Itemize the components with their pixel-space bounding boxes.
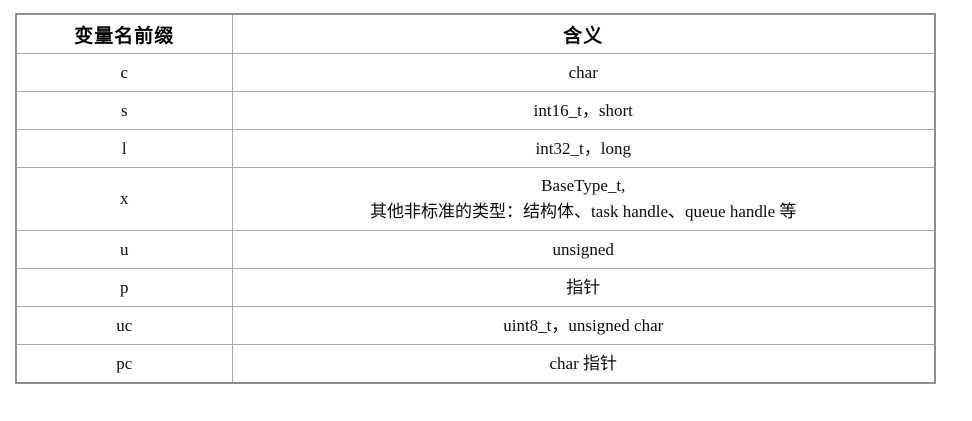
meaning-line: unsigned <box>552 239 614 259</box>
table-row: c char <box>15 53 936 92</box>
table-row: uc uint8_t，unsigned char <box>15 306 936 345</box>
prefix-cell: x <box>15 167 233 231</box>
meaning-line: 指针 <box>566 277 601 297</box>
prefix-cell: p <box>15 268 233 307</box>
table-row: s int16_t，short <box>15 91 936 130</box>
prefix-cell: uc <box>15 306 233 345</box>
prefix-cell: u <box>15 230 233 269</box>
table-header-row: 变量名前缀 含义 <box>15 13 936 54</box>
meaning-cell: int32_t，long <box>231 129 936 168</box>
table-row: pc char 指针 <box>15 344 936 384</box>
meaning-line: uint8_t，unsigned char <box>503 315 664 335</box>
table-row: l int32_t，long <box>15 129 936 168</box>
meaning-line: char 指针 <box>549 353 617 373</box>
prefix-cell: pc <box>15 344 233 384</box>
prefix-cell: c <box>15 53 233 92</box>
column-header-prefix: 变量名前缀 <box>15 13 233 54</box>
meaning-line: char <box>568 62 598 82</box>
meaning-line: int32_t，long <box>535 138 631 158</box>
prefix-cell: s <box>15 91 233 130</box>
meaning-cell: 指针 <box>231 268 936 307</box>
meaning-cell: char <box>231 53 936 92</box>
meaning-line: int16_t，short <box>533 100 633 120</box>
meaning-line: BaseType_t, <box>541 176 626 195</box>
meaning-cell: unsigned <box>231 230 936 269</box>
table-row: x BaseType_t, 其他非标准的类型：结构体、task handle、que… <box>15 167 936 231</box>
column-header-meaning: 含义 <box>231 13 936 54</box>
meaning-cell: int16_t，short <box>231 91 936 130</box>
meaning-line: 其他非标准的类型：结构体、task handle、queue handle 等 <box>370 202 797 221</box>
meaning-cell: BaseType_t, 其他非标准的类型：结构体、task handle、queu… <box>231 167 936 231</box>
meaning-cell: char 指针 <box>231 344 936 384</box>
table-row: p 指针 <box>15 268 936 307</box>
meaning-cell: uint8_t，unsigned char <box>231 306 936 345</box>
prefix-cell: l <box>15 129 233 168</box>
table-row: u unsigned <box>15 230 936 269</box>
